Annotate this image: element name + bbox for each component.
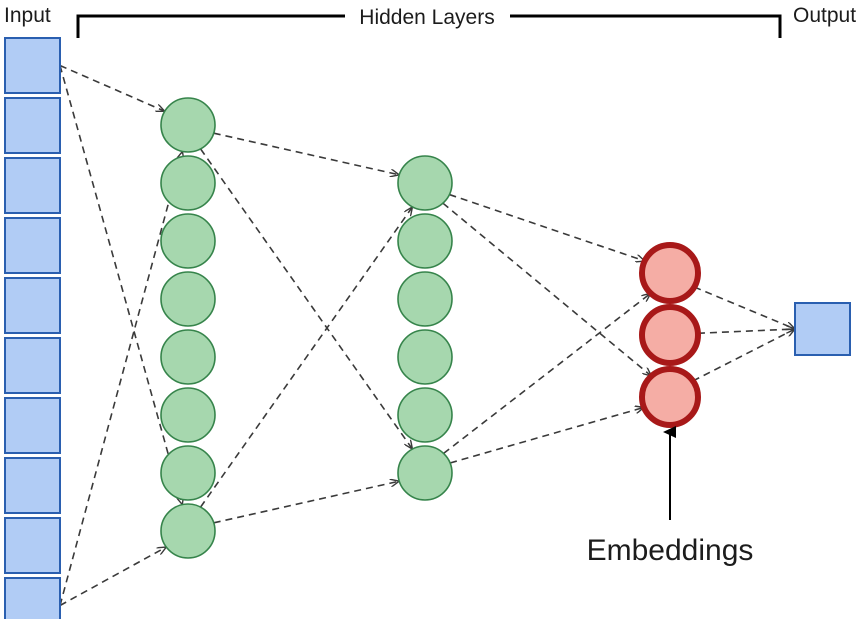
embeddings-node <box>639 242 701 304</box>
embeddings-node <box>639 304 701 366</box>
connection-edge <box>692 329 795 382</box>
input-node <box>4 517 61 574</box>
hidden-1-node <box>160 387 216 443</box>
bracket-segment <box>76 14 345 38</box>
hidden-2-node <box>397 445 453 501</box>
hidden-layers-label: Hidden Layers <box>359 6 494 29</box>
connection-edge <box>693 286 795 329</box>
hidden-layers-bracket <box>76 14 782 38</box>
hidden-1-node <box>160 329 216 385</box>
hidden-2-node <box>397 155 453 211</box>
output-layer <box>794 302 851 356</box>
input-label: Input <box>4 4 51 27</box>
hidden-1-node <box>160 155 216 211</box>
hidden-layer-2 <box>397 155 453 501</box>
output-label: Output <box>793 4 856 27</box>
hidden-1-node <box>160 445 216 501</box>
hidden-1-node <box>160 97 216 153</box>
connection-edge <box>449 193 644 261</box>
embedding-layer <box>639 242 701 428</box>
input-node <box>4 277 61 334</box>
input-node <box>4 157 61 214</box>
input-node <box>4 577 61 619</box>
embeddings-node <box>639 366 701 428</box>
bracket-segment <box>510 14 782 38</box>
hidden-2-node <box>397 329 453 385</box>
hidden-1-node <box>160 271 216 327</box>
embeddings-label: Embeddings <box>587 534 754 567</box>
output-node <box>794 302 851 356</box>
input-node <box>4 97 61 154</box>
connection-edge <box>59 65 182 505</box>
input-node <box>4 397 61 454</box>
connection-edge <box>59 64 165 112</box>
connection-edge <box>213 481 400 524</box>
connection-edge <box>59 151 182 606</box>
connection-edges <box>59 64 795 607</box>
hidden-1-node <box>160 213 216 269</box>
connection-edge <box>449 407 644 464</box>
hidden-2-node <box>397 213 453 269</box>
hidden-2-node <box>397 387 453 443</box>
input-node <box>4 37 61 94</box>
input-layer <box>4 37 61 619</box>
connection-edge <box>443 293 651 455</box>
connection-edge <box>199 148 413 449</box>
input-node <box>4 457 61 514</box>
input-node <box>4 217 61 274</box>
connection-edge <box>697 329 795 335</box>
input-node <box>4 337 61 394</box>
hidden-2-node <box>397 271 453 327</box>
hidden-1-node <box>160 503 216 559</box>
connection-edge <box>442 202 651 376</box>
connection-edge <box>199 207 413 508</box>
hidden-layer-1 <box>160 97 216 559</box>
connection-edge <box>213 132 400 175</box>
connection-edge <box>59 547 166 607</box>
